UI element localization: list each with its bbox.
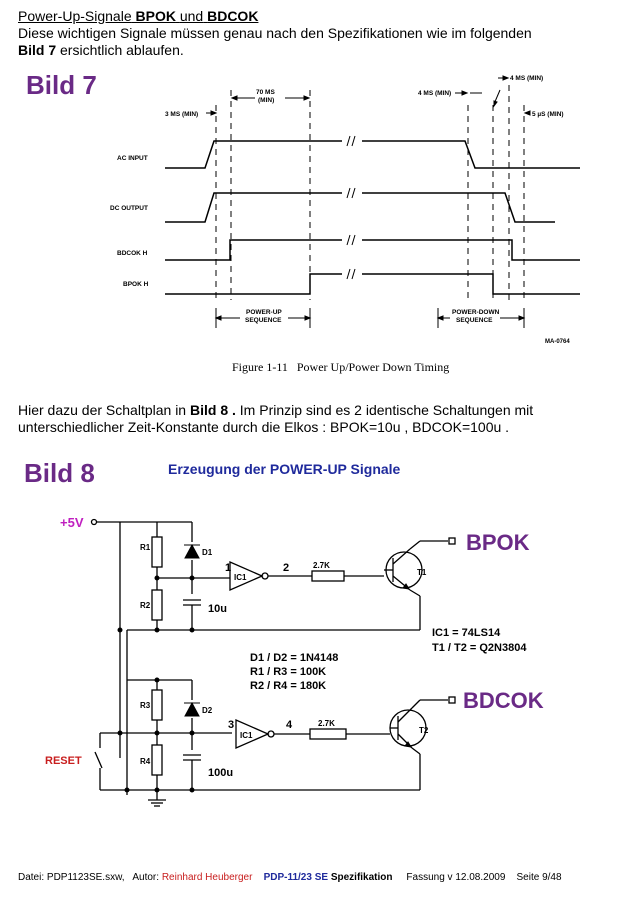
c1-label: 10u xyxy=(208,603,227,615)
schematic-title: Erzeugung der POWER-UP Signale xyxy=(168,461,401,477)
signal-bdcok: BDCOK H xyxy=(117,250,148,257)
pin-4: 4 xyxy=(286,719,293,731)
ic1-label-top: IC1 xyxy=(234,573,247,582)
reset-label: RESET xyxy=(45,755,82,767)
label-5us: 5 µS (MIN) xyxy=(532,111,564,118)
parts-ic: IC1 = 74LS14 xyxy=(432,627,501,639)
para-line-1: Hier dazu der Schaltplan in Bild 8 . Im … xyxy=(18,402,534,418)
label-powerup-1: POWER-UP xyxy=(246,309,282,316)
d1-label: D1 xyxy=(202,548,213,557)
pin-1: 1 xyxy=(225,562,231,574)
label-70ms-min: (MIN) xyxy=(258,97,274,104)
r2-label: R2 xyxy=(140,601,151,610)
pin-3: 3 xyxy=(228,719,234,731)
figure-label-bild7: Bild 7 xyxy=(26,70,97,100)
intro-line: Diese wichtigen Signale müssen genau nac… xyxy=(18,25,532,41)
pin-2: 2 xyxy=(283,562,289,574)
c2-label: 100u xyxy=(208,767,233,779)
label-70ms: 70 MS xyxy=(256,89,275,96)
ic1-label-bottom: IC1 xyxy=(240,731,253,740)
signal-ac-input: AC INPUT xyxy=(117,155,148,162)
r4-label: R4 xyxy=(140,757,151,766)
label-powerup-2: SEQUENCE xyxy=(245,317,282,324)
timing-diagram: 3 MS (MIN) 70 MS (MIN) 4 MS (MIN) 4 MS (… xyxy=(110,75,580,374)
bpok-output-label: BPOK xyxy=(466,530,530,555)
vcc-label: +5V xyxy=(60,515,84,530)
figure-label-bild8: Bild 8 xyxy=(24,458,95,488)
t1-label: T1 xyxy=(417,568,427,577)
label-powerdown-1: POWER-DOWN xyxy=(452,309,500,316)
section-title: Power-Up-Signale BPOK und BDCOK xyxy=(18,8,259,24)
parts-d: D1 / D2 = 1N4148 xyxy=(250,652,338,664)
page-footer: Datei: PDP1123SE.sxw, Autor: Reinhard He… xyxy=(18,872,562,883)
label-powerdown-2: SEQUENCE xyxy=(456,317,493,324)
r1-label: R1 xyxy=(140,543,151,552)
signal-bpok: BPOK H xyxy=(123,281,149,288)
bdcok-output-label: BDCOK xyxy=(463,688,544,713)
signal-dc-output: DC OUTPUT xyxy=(110,205,148,212)
label-4ms-a: 4 MS (MIN) xyxy=(418,90,451,97)
parts-t: T1 / T2 = Q2N3804 xyxy=(432,642,527,654)
t2-label: T2 xyxy=(419,726,429,735)
parts-r24: R2 / R4 = 180K xyxy=(250,680,326,692)
para-line-2: unterschiedlicher Zeit-Konstante durch d… xyxy=(18,419,510,435)
label-3ms: 3 MS (MIN) xyxy=(165,111,198,118)
d2-label: D2 xyxy=(202,706,213,715)
r3-label: R3 xyxy=(140,701,151,710)
label-ref: MA-0764 xyxy=(545,339,570,345)
figure-caption: Figure 1-11 Power Up/Power Down Timing xyxy=(232,360,449,374)
label-4ms-b: 4 MS (MIN) xyxy=(510,75,543,82)
intro-line-2: Bild 7 ersichtlich ablaufen. xyxy=(18,42,184,58)
res-top-label: 2.7K xyxy=(313,561,330,570)
parts-r13: R1 / R3 = 100K xyxy=(250,666,326,678)
res-bottom-label: 2.7K xyxy=(318,719,335,728)
